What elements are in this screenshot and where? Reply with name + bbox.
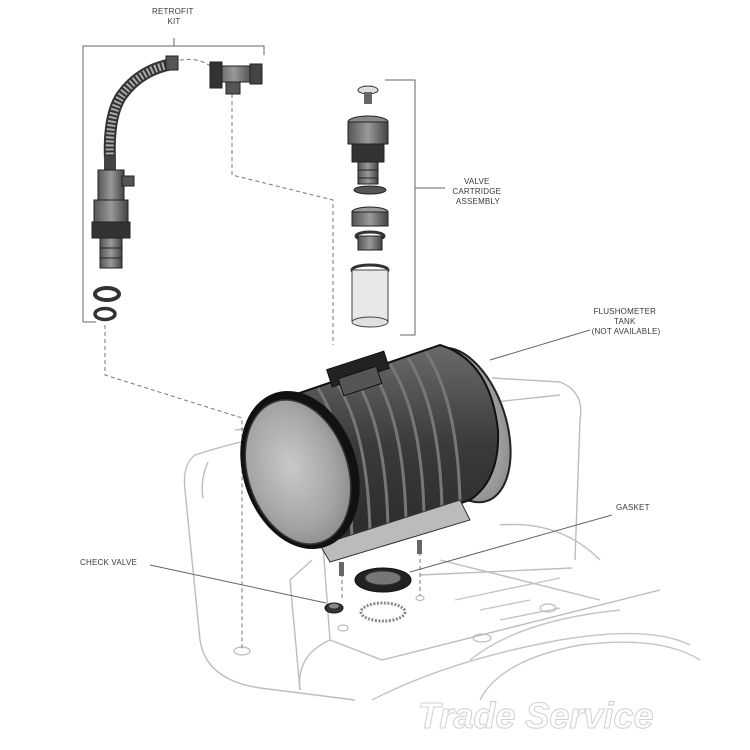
retrofit-washer-upper: [93, 286, 121, 302]
flushometer-tank-label: FLUSHOMETER TANK (NOT AVAILABLE): [592, 307, 661, 336]
valve-cartridge-assembly-label: VALVE CARTRIDGE ASSEMBLY: [452, 177, 503, 206]
gasket-label: GASKET: [616, 503, 650, 512]
check-valve-part: [324, 602, 344, 614]
check-valve-leader: [149, 564, 327, 604]
braided-supply-hose: [103, 55, 179, 161]
flushometer-tank-leader: [489, 329, 591, 361]
retrofit-washer-lower: [93, 306, 117, 322]
gasket-leader: [409, 514, 613, 573]
tee-fitting-part: [209, 61, 263, 95]
fill-valve-part: [91, 156, 135, 269]
valve-cartridge-parts: [347, 85, 390, 328]
gasket-part: [354, 567, 412, 623]
trade-service-watermark: Trade Service: [418, 695, 654, 736]
check-valve-label: CHECK VALVE: [80, 558, 137, 567]
retrofit-kit-bracket: [82, 38, 265, 323]
toilet-bowl-outline: [371, 577, 701, 701]
retrofit-kit-label: RETROFIT KIT: [152, 7, 196, 26]
flushometer-tank-part: [240, 343, 512, 576]
valve-cartridge-bracket: [385, 79, 445, 336]
